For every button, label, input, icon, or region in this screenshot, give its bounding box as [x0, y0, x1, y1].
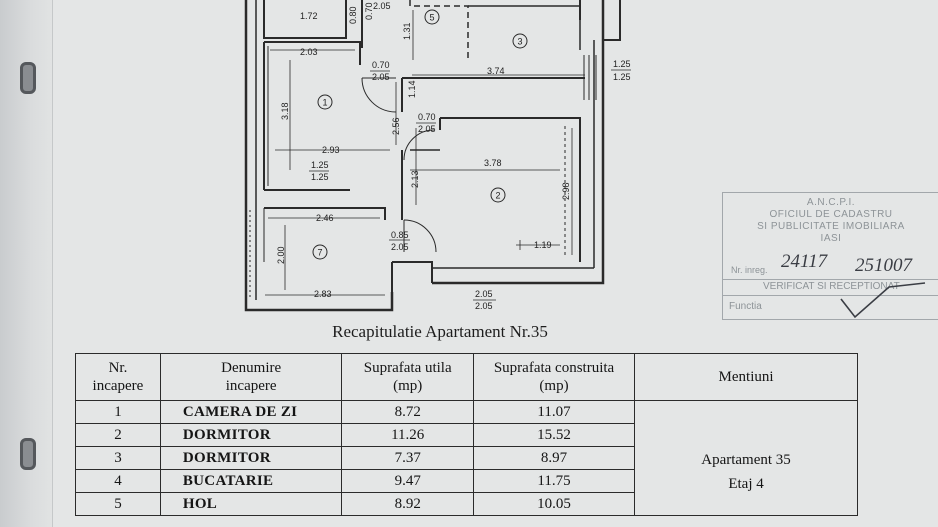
- binder-margin: [0, 0, 53, 527]
- cell-nr: 5: [75, 492, 161, 516]
- dim-label: 3.18: [280, 102, 290, 120]
- dim-label: 1.25: [311, 160, 329, 170]
- col-header-useful: Suprafata utila(mp): [341, 353, 474, 401]
- dim-label: 2.05: [475, 301, 493, 311]
- dim-label: 2.03: [300, 47, 318, 57]
- col-header-built: Suprafata construita(mp): [472, 353, 636, 401]
- dim-label: 2.98: [561, 182, 571, 200]
- binder-ring-top: [20, 62, 36, 94]
- stamp-verified: VERIFICAT SI RECEPTIONAT: [763, 281, 900, 292]
- dim-label: 1.19: [534, 240, 552, 250]
- page-title: Recapitulatie Apartament Nr.35: [332, 322, 548, 341]
- stamp-line: OFICIUL DE CADASTRU: [769, 209, 893, 220]
- dim-label: 2.46: [316, 213, 334, 223]
- table-row: 4 BUCATARIE 9.47 11.75: [75, 469, 858, 493]
- dim-label: 2.05: [391, 242, 409, 252]
- room-label-2: 2: [495, 191, 500, 201]
- dim-label: 2.56: [391, 117, 401, 135]
- cell-notes: Apartament 35 Etaj 4: [634, 400, 858, 516]
- dim-label: 2.05: [373, 1, 391, 11]
- table-row: 1 CAMERA DE ZI 8.72 11.07 Apartament 35 …: [75, 400, 858, 516]
- col-header-notes: Mentiuni: [634, 353, 858, 401]
- dim-label: 1.31: [402, 22, 412, 40]
- dim-label: 3.78: [484, 158, 502, 168]
- stamp-line: IASI: [820, 233, 842, 244]
- cell-nr: 2: [75, 423, 161, 447]
- stamp-line: A.N.C.P.I.: [806, 197, 856, 208]
- cell-name: DORMITOR: [159, 423, 343, 447]
- dim-label: 1.25: [613, 72, 631, 82]
- dim-label: 2.93: [322, 145, 340, 155]
- cell-built: 10.05: [472, 492, 636, 516]
- notes-line: Etaj 4: [728, 476, 764, 492]
- dim-label: 2.05: [418, 124, 436, 134]
- cell-built: 8.97: [472, 446, 636, 470]
- cell-built: 11.07: [472, 400, 636, 424]
- table-row: 5 HOL 8.92 10.05: [75, 492, 858, 516]
- cell-nr: 4: [75, 469, 161, 493]
- dim-label: 2.05: [475, 289, 493, 299]
- dim-label: 0.70: [364, 2, 374, 20]
- dim-label: 3.74: [487, 66, 505, 76]
- dim-label: 1.72: [300, 11, 318, 21]
- dim-label: 0.70: [418, 112, 436, 122]
- cell-name: CAMERA DE ZI: [159, 400, 343, 424]
- cell-built: 11.75: [472, 469, 636, 493]
- cell-nr: 3: [75, 446, 161, 470]
- dim-label: 2.13: [410, 170, 420, 188]
- cell-name: BUCATARIE: [159, 469, 343, 493]
- cell-useful: 8.92: [341, 492, 474, 516]
- stamp-reg-number: 24117: [781, 251, 828, 272]
- dim-label: 1.14: [407, 80, 417, 98]
- cell-nr: 1: [75, 400, 161, 424]
- dim-label: 1.25: [311, 172, 329, 182]
- cell-built: 15.52: [472, 423, 636, 447]
- cell-useful: 9.47: [341, 469, 474, 493]
- dim-label: 0.85: [391, 230, 409, 240]
- table-row: 2 DORMITOR 11.26 15.52: [75, 423, 858, 447]
- floor-plan: 1 2 3 5 7 1.72 0.80 0.70 2.05 1.31 2.03 …: [244, 0, 631, 312]
- cell-name: DORMITOR: [159, 446, 343, 470]
- cell-name: HOL: [159, 492, 343, 516]
- cell-useful: 11.26: [341, 423, 474, 447]
- dim-label: 2.00: [276, 246, 286, 264]
- room-label-7: 7: [317, 248, 322, 258]
- dim-label: 2.05: [372, 72, 390, 82]
- stamp-function-label: Functia: [729, 301, 762, 312]
- dim-label: 0.70: [372, 60, 390, 70]
- room-label-1: 1: [322, 98, 327, 108]
- dim-label: 0.80: [348, 6, 358, 24]
- col-header-nr: Nr.incapere: [75, 353, 161, 401]
- signature-mark: [840, 282, 926, 319]
- room-label-5: 5: [429, 13, 434, 23]
- dim-label: 2.83: [314, 289, 332, 299]
- stamp-reg-label: Nr. inreg.: [731, 265, 768, 275]
- binder-ring-bottom: [20, 438, 36, 470]
- cadastre-stamp: A.N.C.P.I. OFICIUL DE CADASTRU SI PUBLIC…: [722, 192, 938, 320]
- dim-label: 1.25: [613, 59, 631, 69]
- notes-line: Apartament 35: [701, 452, 791, 468]
- stamp-line: SI PUBLICITATE IMOBILIARA: [757, 221, 905, 232]
- cell-useful: 8.72: [341, 400, 474, 424]
- room-label-3: 3: [517, 37, 522, 47]
- cell-useful: 7.37: [341, 446, 474, 470]
- stamp-reg-date: 251007: [855, 255, 912, 276]
